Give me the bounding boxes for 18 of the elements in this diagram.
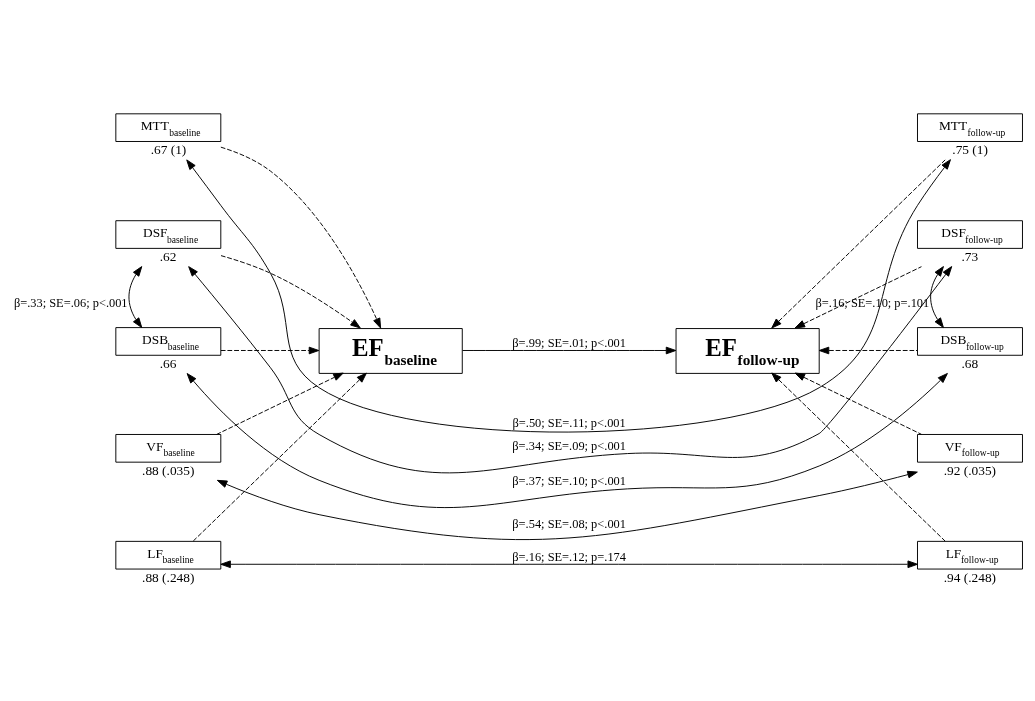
edge-label: β=.37; SE=.10; p<.001 [512,474,626,489]
node-label: .88 (.035) [142,462,195,478]
node-label: .92 (.035) [943,462,997,478]
node-label: .73 [961,248,979,264]
edge-label: β=.16; SE=.12; p=.174 [512,549,626,564]
edge-label: β=.33; SE=.06; p<.001 [13,296,128,311]
node-label: .62 [159,248,177,264]
edge-label: β=.16; SE=.10; p=.101 [815,296,930,311]
node-label: .88 (.248) [142,569,195,585]
node-label: .94 (.248) [943,569,997,585]
edge-label: β=.50; SE=.11; p<.001 [512,416,626,431]
node-label: .75 (1) [952,142,988,158]
edge-label: β=.54; SE=.08; p<.001 [512,517,626,532]
edge-label: β=.34; SE=.09; p<.001 [512,439,626,454]
edge-label: β=.99; SE=.01; p<.001 [512,336,626,351]
node-label: .68 [961,355,979,371]
node-label: .67 (1) [150,142,187,158]
node-label: .66 [159,355,177,371]
